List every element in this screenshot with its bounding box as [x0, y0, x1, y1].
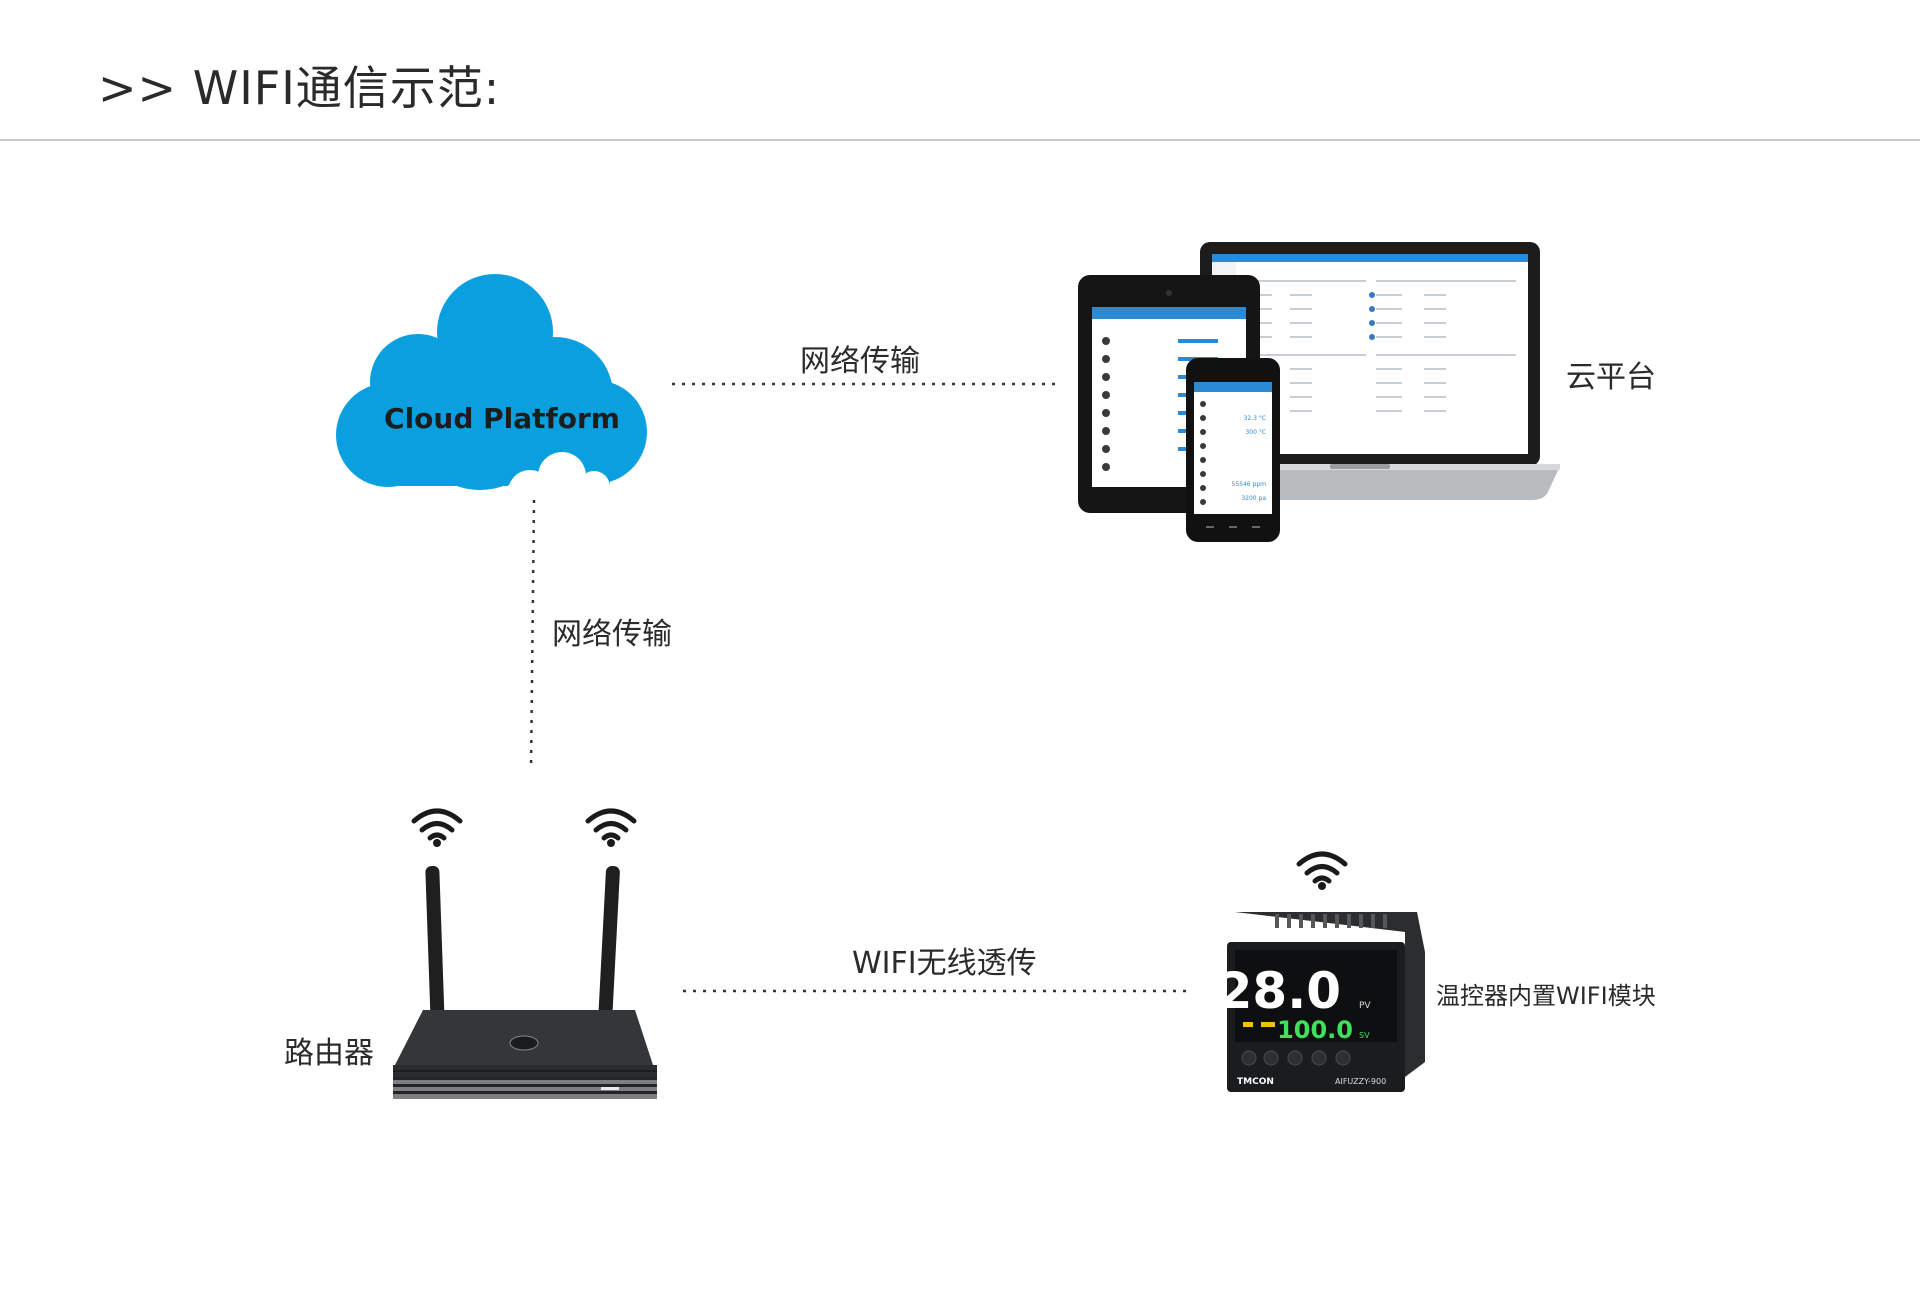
wifi-icon [1296, 851, 1348, 890]
controller-pv-tag: PV [1359, 1001, 1371, 1011]
phone-row-4: 3200 pa [1241, 495, 1266, 502]
phone-row-2: 300 °C [1245, 429, 1266, 436]
controller-pv-readout: 28.0 [1225, 962, 1341, 1020]
link-label-cloud-router: 网络传输 [552, 617, 672, 652]
wifi-icon [411, 808, 463, 847]
header-divider [0, 139, 1920, 141]
cloud-label: Cloud Platform [384, 402, 620, 435]
link-cloud-router [529, 499, 536, 771]
phone-icon: 32.3 °C 300 °C 55546 ppm 3200 pa [1186, 358, 1280, 542]
phone-row-1: 32.3 °C [1244, 415, 1266, 422]
link-label-cloud-devices: 网络传输 [800, 344, 920, 379]
wifi-icon [585, 808, 637, 847]
controller-brand: TMCON [1237, 1077, 1274, 1087]
link-label-router-controller: WIFI无线透传 [852, 946, 1037, 981]
node-label-router: 路由器 [284, 1036, 374, 1071]
controller-sv-readout: 100.0 [1277, 1016, 1353, 1044]
node-label-controller: 温控器内置WIFI模块 [1436, 982, 1656, 1010]
router-icon [393, 866, 657, 1099]
cloud-icon: Cloud Platform [336, 274, 647, 495]
page-title: >> WIFI通信示范: [98, 61, 501, 115]
phone-row-3: 55546 ppm [1232, 481, 1267, 488]
controller-model: AIFUZZY-900 [1335, 1077, 1386, 1086]
node-label-cloud-platform: 云平台 [1566, 360, 1656, 395]
temperature-controller-icon: 28.0 PV 100.0 SV TMCON AIFUZZY-900 [1225, 912, 1425, 1092]
controller-sv-tag: SV [1359, 1031, 1370, 1040]
